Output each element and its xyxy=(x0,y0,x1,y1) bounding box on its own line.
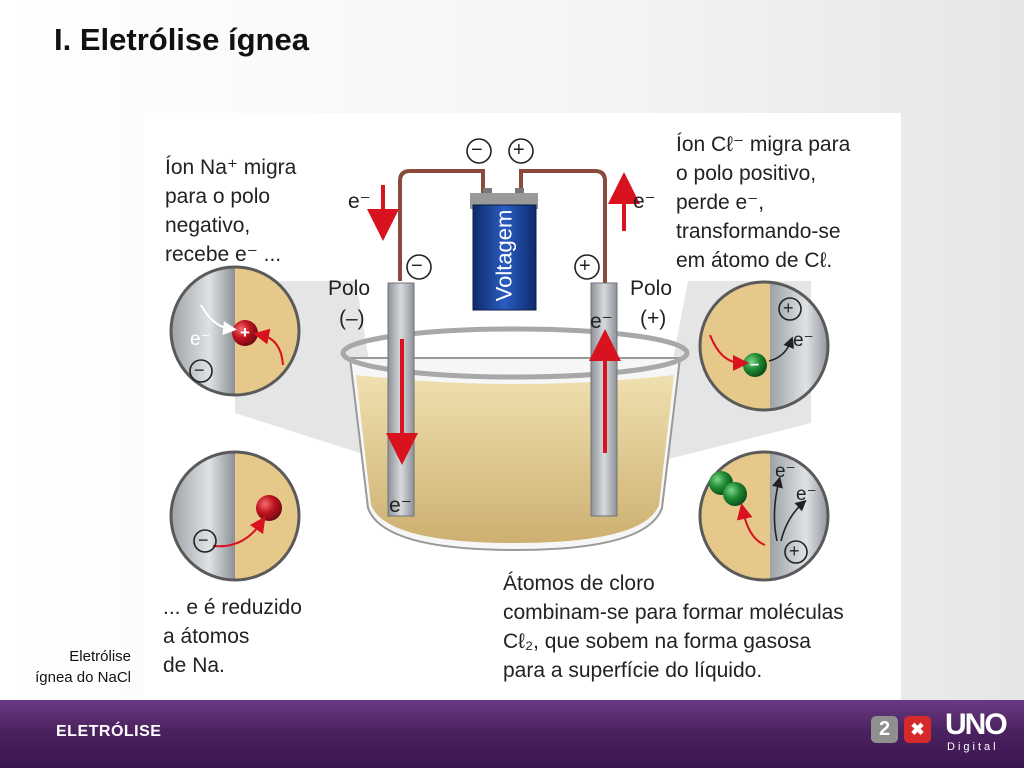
brand-subtitle: Digital xyxy=(947,741,999,753)
electron-label-neg-electrode: e⁻ xyxy=(389,494,412,517)
chlorine-atom-2 xyxy=(723,482,747,506)
electron-label-wire-pos: e⁻ xyxy=(633,190,656,213)
chloride-ion xyxy=(743,353,767,377)
cl-zoom-electrode-sign: + xyxy=(783,298,794,318)
footer-section-label: ELETRÓLISE xyxy=(56,723,162,740)
battery-label: Voltagem xyxy=(491,209,517,302)
electron-label-cl2-zoom-2: e⁻ xyxy=(796,484,817,505)
battery-neg-glyph: − xyxy=(471,139,483,161)
electron-label-cl2-zoom-1: e⁻ xyxy=(775,461,796,482)
figure-caption: Eletrólise ígnea do NaCl xyxy=(35,648,131,686)
pole-positive-label-2: (+) xyxy=(640,307,667,330)
text-chlorine-molecules: Átomos de cloro combinam-se para formar … xyxy=(503,572,844,682)
sodium-ion-charge: + xyxy=(240,323,250,342)
text-na-migration: Íon Na⁺ migra para o polo negativo, rece… xyxy=(165,156,297,266)
wire-positive xyxy=(519,169,607,283)
chloride-ion-charge: − xyxy=(750,357,760,374)
electrolysis-diagram: − + − + Voltagem e⁻ e⁻ e⁻ e⁻ e⁻ e⁻ e⁻ e⁻… xyxy=(143,113,901,700)
battery-pos-glyph: + xyxy=(513,139,525,161)
sodium-atom xyxy=(256,495,282,521)
zoom-na-atom xyxy=(169,450,301,582)
wire-negative xyxy=(398,169,485,281)
pole-negative-label-2: (–) xyxy=(339,307,365,330)
page-title: I. Eletrólise ígnea xyxy=(54,22,309,57)
logo-x-icon: ✖ xyxy=(904,716,931,743)
electrode-neg-glyph: − xyxy=(411,255,423,277)
brand-logo: UNO xyxy=(945,708,1008,741)
pole-negative-label-1: Polo xyxy=(328,277,371,300)
sodium-ion xyxy=(232,320,258,346)
footer-bar: ELETRÓLISE 2 ✖ UNO Digital xyxy=(0,700,1024,768)
text-cl-migration: Íon Cℓ⁻ migra para o polo positivo, perd… xyxy=(676,133,851,272)
diagram-canvas xyxy=(169,138,830,582)
text-na-reduction: ... e é reduzido a átomos de Na. xyxy=(163,596,302,677)
electron-label-wire-neg: e⁻ xyxy=(348,190,371,213)
na-atom-electrode-sign: − xyxy=(198,530,209,550)
battery-negative-sign xyxy=(466,138,492,164)
electron-label-na-zoom: e⁻ xyxy=(190,329,211,350)
electrode-pos-glyph: + xyxy=(579,255,591,277)
electrode-positive-sign xyxy=(574,254,600,280)
cl2-zoom-electrode-sign: + xyxy=(789,541,800,561)
logo-2-icon: 2 xyxy=(871,716,898,743)
zoom-cl2-molecule xyxy=(698,450,830,582)
battery-positive-sign xyxy=(508,138,534,164)
battery xyxy=(470,188,538,311)
electrode-negative xyxy=(387,282,415,517)
electron-label-pos-electrode: e⁻ xyxy=(590,310,613,333)
electron-label-cl-zoom: e⁻ xyxy=(793,330,814,351)
electrode-negative-sign xyxy=(406,254,432,280)
na-zoom-electrode-sign: − xyxy=(194,360,205,380)
pole-positive-label-1: Polo xyxy=(630,277,673,300)
